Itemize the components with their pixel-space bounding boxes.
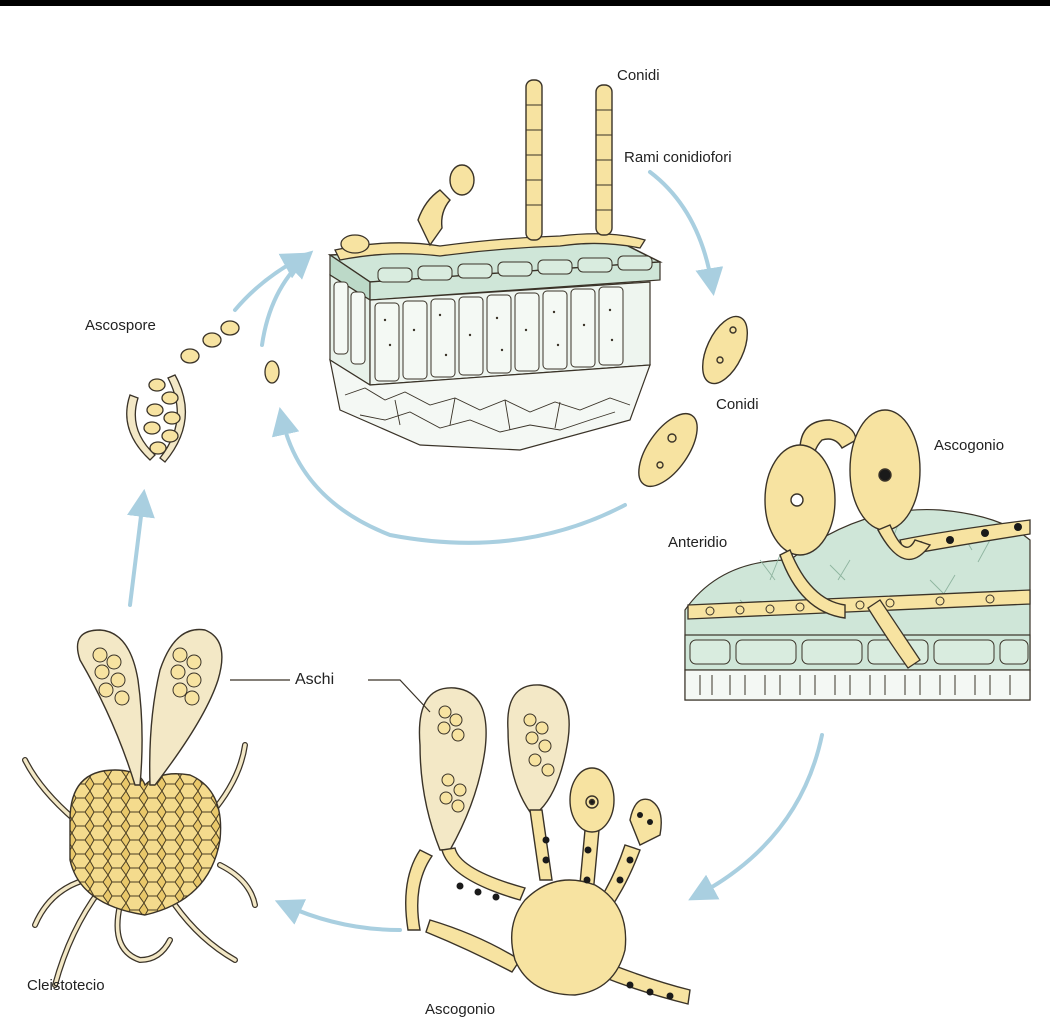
ascospores <box>127 321 279 462</box>
cleistotecio <box>25 630 255 986</box>
label-ascospore: Ascospore <box>85 318 156 333</box>
label-anteridio: Anteridio <box>668 535 727 550</box>
label-conidi-top: Conidi <box>617 68 660 83</box>
label-cleistotecio: Cleistotecio <box>27 978 105 993</box>
label-ascogonio-right: Ascogonio <box>934 438 1004 453</box>
arrow-ascospore-to-leaf <box>235 258 300 310</box>
arrow-anteridio-to-ascogonio <box>698 735 822 895</box>
arrow-ascospore-to-leaf-2 <box>262 258 305 345</box>
leaf-section-top <box>330 80 660 450</box>
label-rami-conidiofori: Rami conidiofori <box>624 150 732 165</box>
arrow-cleistotecio-to-ascospore <box>130 500 143 605</box>
label-conidi-right: Conidi <box>716 397 759 412</box>
label-aschi: Aschi <box>295 672 334 688</box>
arrow-ascogonio-to-cleistotecio <box>285 905 400 930</box>
ascogonio-asci-bottom <box>406 685 690 1004</box>
label-ascogonio-bottom: Ascogonio <box>425 1002 495 1017</box>
